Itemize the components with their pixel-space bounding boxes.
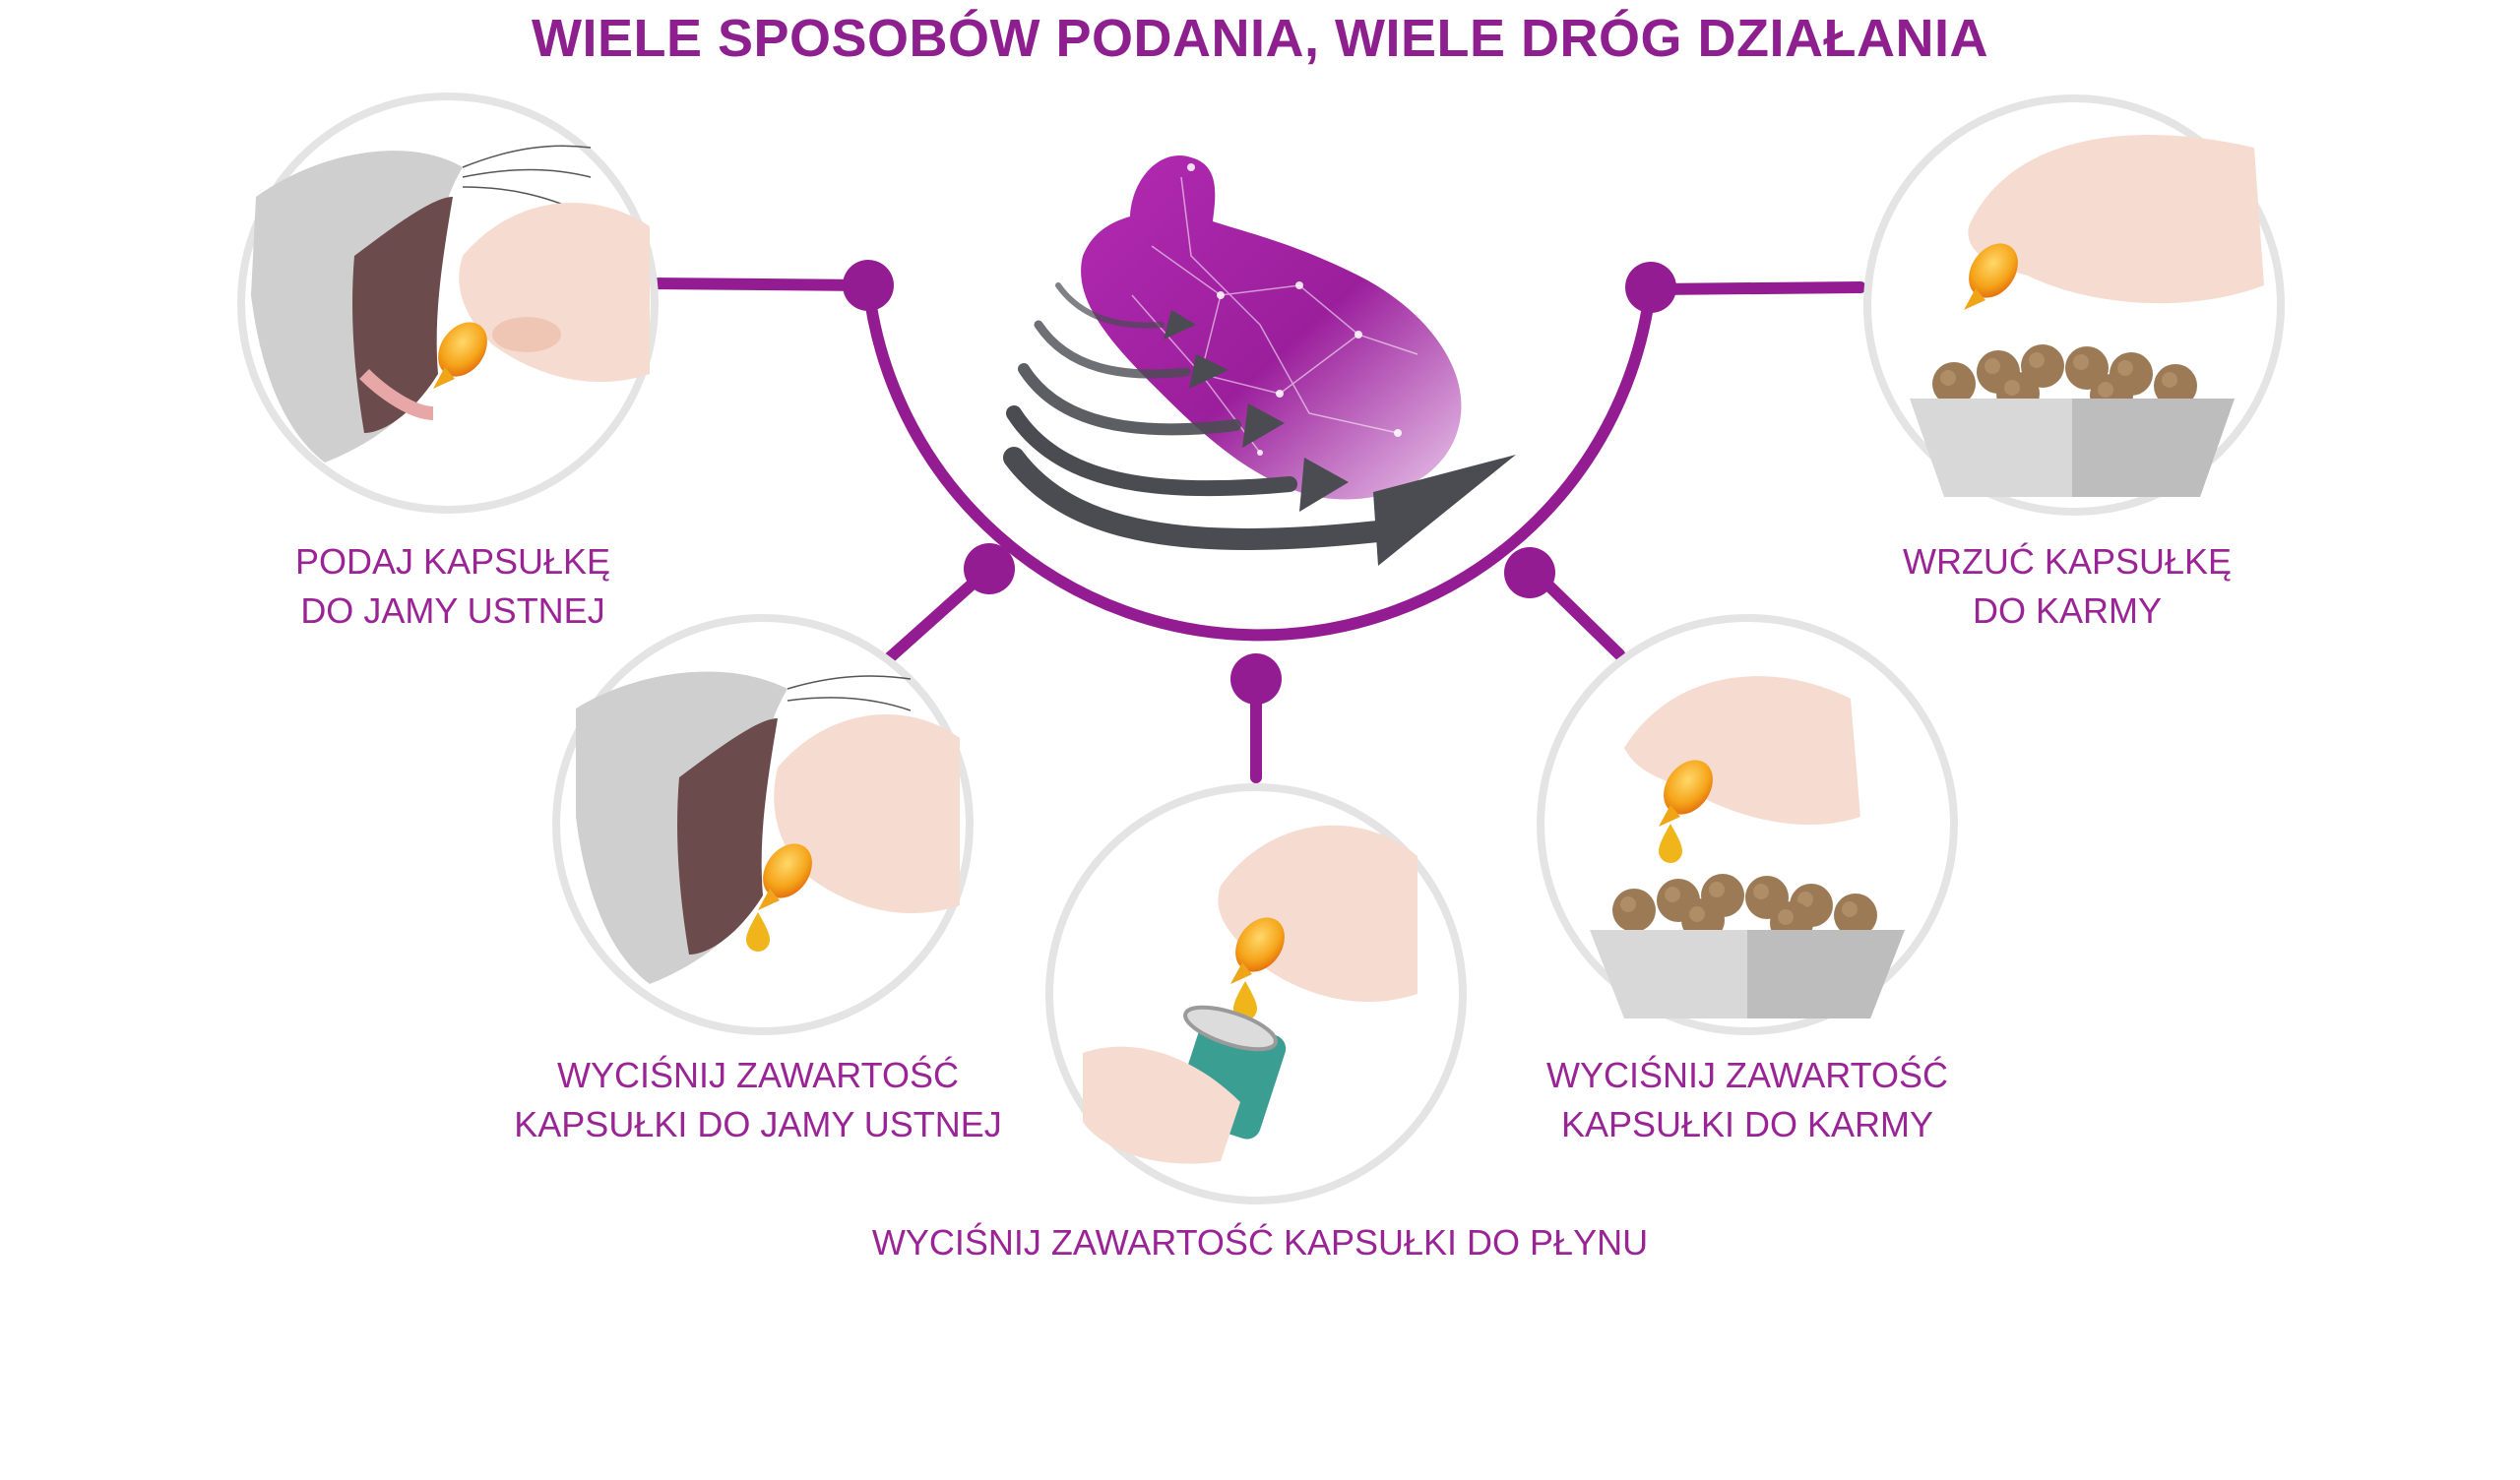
- caption-oral-squeeze: WYCIŚNIJ ZAWARTOŚĆ KAPSUŁKI DO JAMY USTN…: [512, 1051, 1004, 1149]
- circle-food-capsule: [1863, 94, 2285, 516]
- node-top-left: [843, 260, 894, 311]
- cat-open-mouth-icon: [576, 671, 912, 984]
- hand-holding-capsule-icon: [1968, 134, 2264, 304]
- liquid-cup-icon: [1083, 1005, 1287, 1164]
- caption-line: WYCIŚNIJ ZAWARTOŚĆ: [556, 1055, 960, 1095]
- connector-top-left: [644, 278, 872, 291]
- caption-line: DO KARMY: [1972, 590, 2163, 631]
- caption-liquid-squeeze: WYCIŚNIJ ZAWARTOŚĆ KAPSUŁKI DO PŁYNU: [866, 1218, 1654, 1267]
- caption-line: WYCIŚNIJ ZAWARTOŚĆ: [1545, 1055, 1949, 1095]
- food-bowl-icon: [1910, 344, 2235, 497]
- node-top-right: [1625, 262, 1676, 313]
- node-mid-left: [964, 543, 1015, 594]
- node-mid-right: [1504, 547, 1555, 598]
- hand-holding-capsule-icon: [1624, 676, 1860, 826]
- caption-oral-capsule: PODAJ KAPSUŁKĘ DO JAMY USTNEJ: [276, 537, 630, 636]
- caption-line: WYCIŚNIJ ZAWARTOŚĆ KAPSUŁKI DO PŁYNU: [871, 1222, 1649, 1263]
- caption-line: PODAJ KAPSUŁKĘ: [294, 541, 611, 582]
- node-bottom: [1230, 653, 1282, 705]
- cat-open-mouth-icon: [251, 145, 592, 462]
- circle-liquid-squeeze: [1045, 783, 1467, 1204]
- caption-line: KAPSUŁKI DO JAMY USTNEJ: [514, 1104, 1002, 1144]
- caption-line: KAPSUŁKI DO KARMY: [1560, 1104, 1934, 1144]
- page-title: WIELE SPOSOBÓW PODANIA, WIELE DRÓG DZIAŁ…: [532, 9, 1988, 68]
- caption-line: WRZUĆ KAPSUŁKĘ: [1902, 541, 2233, 582]
- circle-oral-capsule: [237, 92, 659, 514]
- connector-arc: [862, 279, 1657, 642]
- caption-food-squeeze: WYCIŚNIJ ZAWARTOŚĆ KAPSUŁKI DO KARMY: [1521, 1051, 1974, 1149]
- hand-holding-capsule-icon: [774, 714, 960, 914]
- caption-food-capsule: WRZUĆ KAPSUŁKĘ DO KARMY: [1890, 537, 2244, 636]
- circle-food-squeeze: [1537, 614, 1958, 1035]
- caption-line: DO JAMY USTNEJ: [300, 590, 605, 631]
- connector-top-right: [1648, 281, 1866, 295]
- hand-holding-capsule-icon: [459, 203, 650, 383]
- connector-nodes: [843, 260, 1676, 705]
- food-bowl-icon: [1590, 874, 1905, 1018]
- stomach-absorption-icon: [1003, 155, 1516, 566]
- circle-oral-squeeze: [552, 614, 974, 1035]
